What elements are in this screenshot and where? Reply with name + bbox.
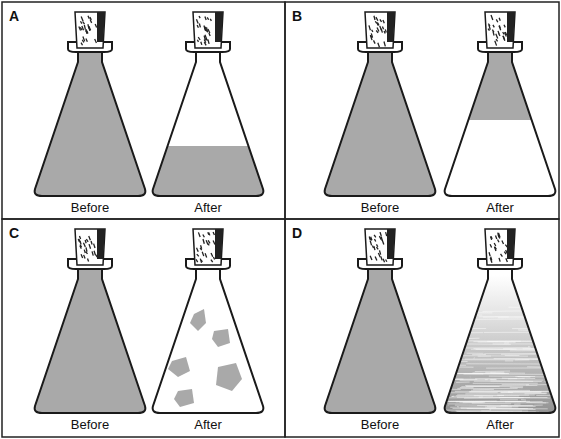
panel-frame bbox=[285, 219, 559, 437]
state-caption: After bbox=[486, 418, 513, 431]
panel-letter: D bbox=[292, 226, 302, 240]
flask bbox=[153, 229, 264, 413]
panel-frame bbox=[2, 2, 285, 219]
panel-frame bbox=[2, 219, 285, 437]
state-caption: Before bbox=[71, 418, 109, 431]
state-caption: Before bbox=[71, 201, 109, 214]
state-caption: Before bbox=[361, 201, 399, 214]
state-caption: After bbox=[194, 201, 221, 214]
flask bbox=[30, 12, 150, 200]
state-caption: After bbox=[194, 418, 221, 431]
panel-letter: C bbox=[9, 226, 19, 240]
panel-letter: A bbox=[9, 9, 19, 23]
state-caption: Before bbox=[361, 418, 399, 431]
flask bbox=[320, 12, 440, 200]
panel-frame bbox=[285, 2, 559, 219]
state-caption: After bbox=[486, 201, 513, 214]
flask bbox=[148, 12, 268, 201]
flask bbox=[440, 12, 560, 196]
flask bbox=[30, 229, 150, 417]
panel-letter: B bbox=[292, 9, 302, 23]
flask bbox=[440, 229, 560, 417]
flask bbox=[320, 229, 440, 417]
